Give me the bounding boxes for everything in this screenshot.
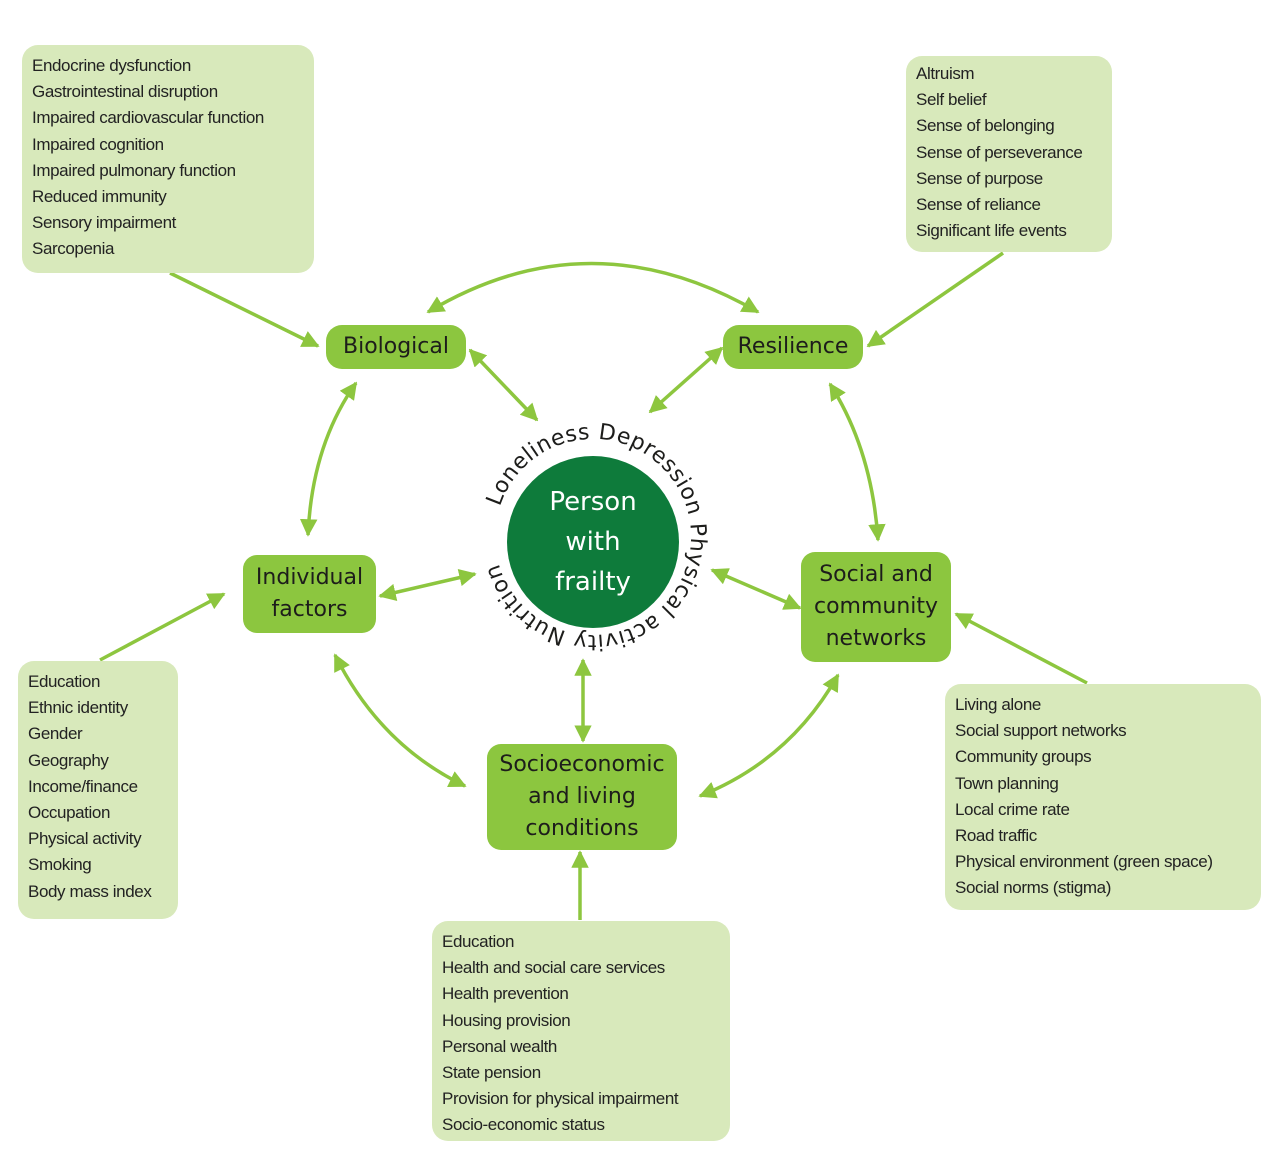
info-item: Social norms (stigma) (955, 878, 1111, 898)
node-label: Socioeconomic and living conditions (499, 752, 665, 841)
info-item: Education (28, 672, 101, 691)
info-item: Road traffic (955, 826, 1037, 846)
node-individual-factors: Individual factors (243, 555, 376, 633)
arrow-individual-socioeconomic (333, 653, 467, 788)
info-item: Impaired cardiovascular function (32, 108, 264, 128)
arrow-biological-individual (299, 381, 358, 537)
node-biological: Biological (326, 325, 466, 369)
info-item: Sense of perseverance (916, 142, 1083, 162)
info-item: Impaired pulmonary function (32, 160, 236, 180)
info-item: Occupation (28, 803, 110, 823)
info-item: Personal wealth (442, 1036, 557, 1056)
info-item: Community groups (955, 747, 1092, 767)
info-item: Town planning (955, 773, 1059, 793)
info-item: Gender (28, 724, 83, 744)
info-item: Sense of reliance (916, 195, 1041, 215)
node-social-community-networks: Social and community networks (801, 552, 951, 662)
center-label: Person with frailty (549, 487, 637, 597)
arrow-info-individual (99, 592, 226, 662)
arrow-social-center (710, 568, 802, 610)
info-item: Local crime rate (955, 799, 1070, 819)
info-item: Physical environment (green space) (955, 852, 1213, 872)
node-label: Individual factors (255, 565, 364, 622)
info-item: Sense of belonging (916, 116, 1055, 136)
info-item: Reduced immunity (32, 187, 167, 207)
info-item: Sarcopenia (32, 239, 115, 259)
info-item: Impaired cognition (32, 134, 164, 154)
info-item: Self belief (916, 90, 987, 110)
arrow-biological-center (468, 348, 539, 422)
arrow-info-social (954, 612, 1088, 685)
arrow-resilience-social (828, 382, 886, 542)
info-item: Endocrine dysfunction (32, 56, 191, 75)
info-box-socioeconomic: Education Health and social care service… (432, 921, 730, 1141)
info-item: Living alone (955, 695, 1041, 714)
arrow-biological-resilience (426, 261, 760, 314)
arrow-resilience-center (648, 346, 724, 414)
info-item: Altruism (916, 64, 975, 83)
info-box-individual: Education Ethnic identity Gender Geograp… (18, 661, 178, 919)
info-item: Socio-economic status (442, 1115, 605, 1135)
arrow-social-socioeconomic (698, 673, 840, 799)
node-resilience: Resilience (723, 325, 863, 369)
info-box-resilience: Altruism Self belief Sense of belonging … (906, 56, 1112, 252)
info-item: Education (442, 932, 515, 951)
info-item: Income/finance (28, 776, 138, 796)
info-item: Ethnic identity (28, 698, 128, 718)
arrow-info-biological (169, 271, 320, 348)
arrow-individual-center (378, 569, 477, 601)
info-box-biological: Endocrine dysfunction Gastrointestinal d… (22, 45, 314, 273)
info-item: Health prevention (442, 984, 569, 1004)
info-item: Health and social care services (442, 958, 665, 978)
info-item: Provision for physical impairment (442, 1089, 679, 1109)
info-item: State pension (442, 1063, 541, 1083)
node-socioeconomic-living-conditions: Socioeconomic and living conditions (487, 744, 677, 850)
info-item: Social support networks (955, 721, 1127, 741)
info-item: Body mass index (28, 881, 152, 901)
info-item: Significant life events (916, 221, 1067, 241)
info-item: Geography (28, 750, 109, 770)
info-box-social: Living alone Social support networks Com… (945, 684, 1261, 910)
node-label: Social and community networks (813, 562, 939, 651)
node-label: Resilience (737, 334, 849, 359)
center-person-with-frailty: Person with frailty (507, 456, 679, 628)
info-item: Sensory impairment (32, 213, 176, 233)
info-item: Housing provision (442, 1010, 571, 1030)
info-item: Physical activity (28, 829, 142, 849)
arrow-info-resilience (866, 251, 1004, 348)
node-label: Biological (342, 334, 449, 359)
info-item: Gastrointestinal disruption (32, 82, 218, 102)
info-item: Smoking (28, 855, 92, 875)
info-item: Sense of purpose (916, 168, 1043, 188)
